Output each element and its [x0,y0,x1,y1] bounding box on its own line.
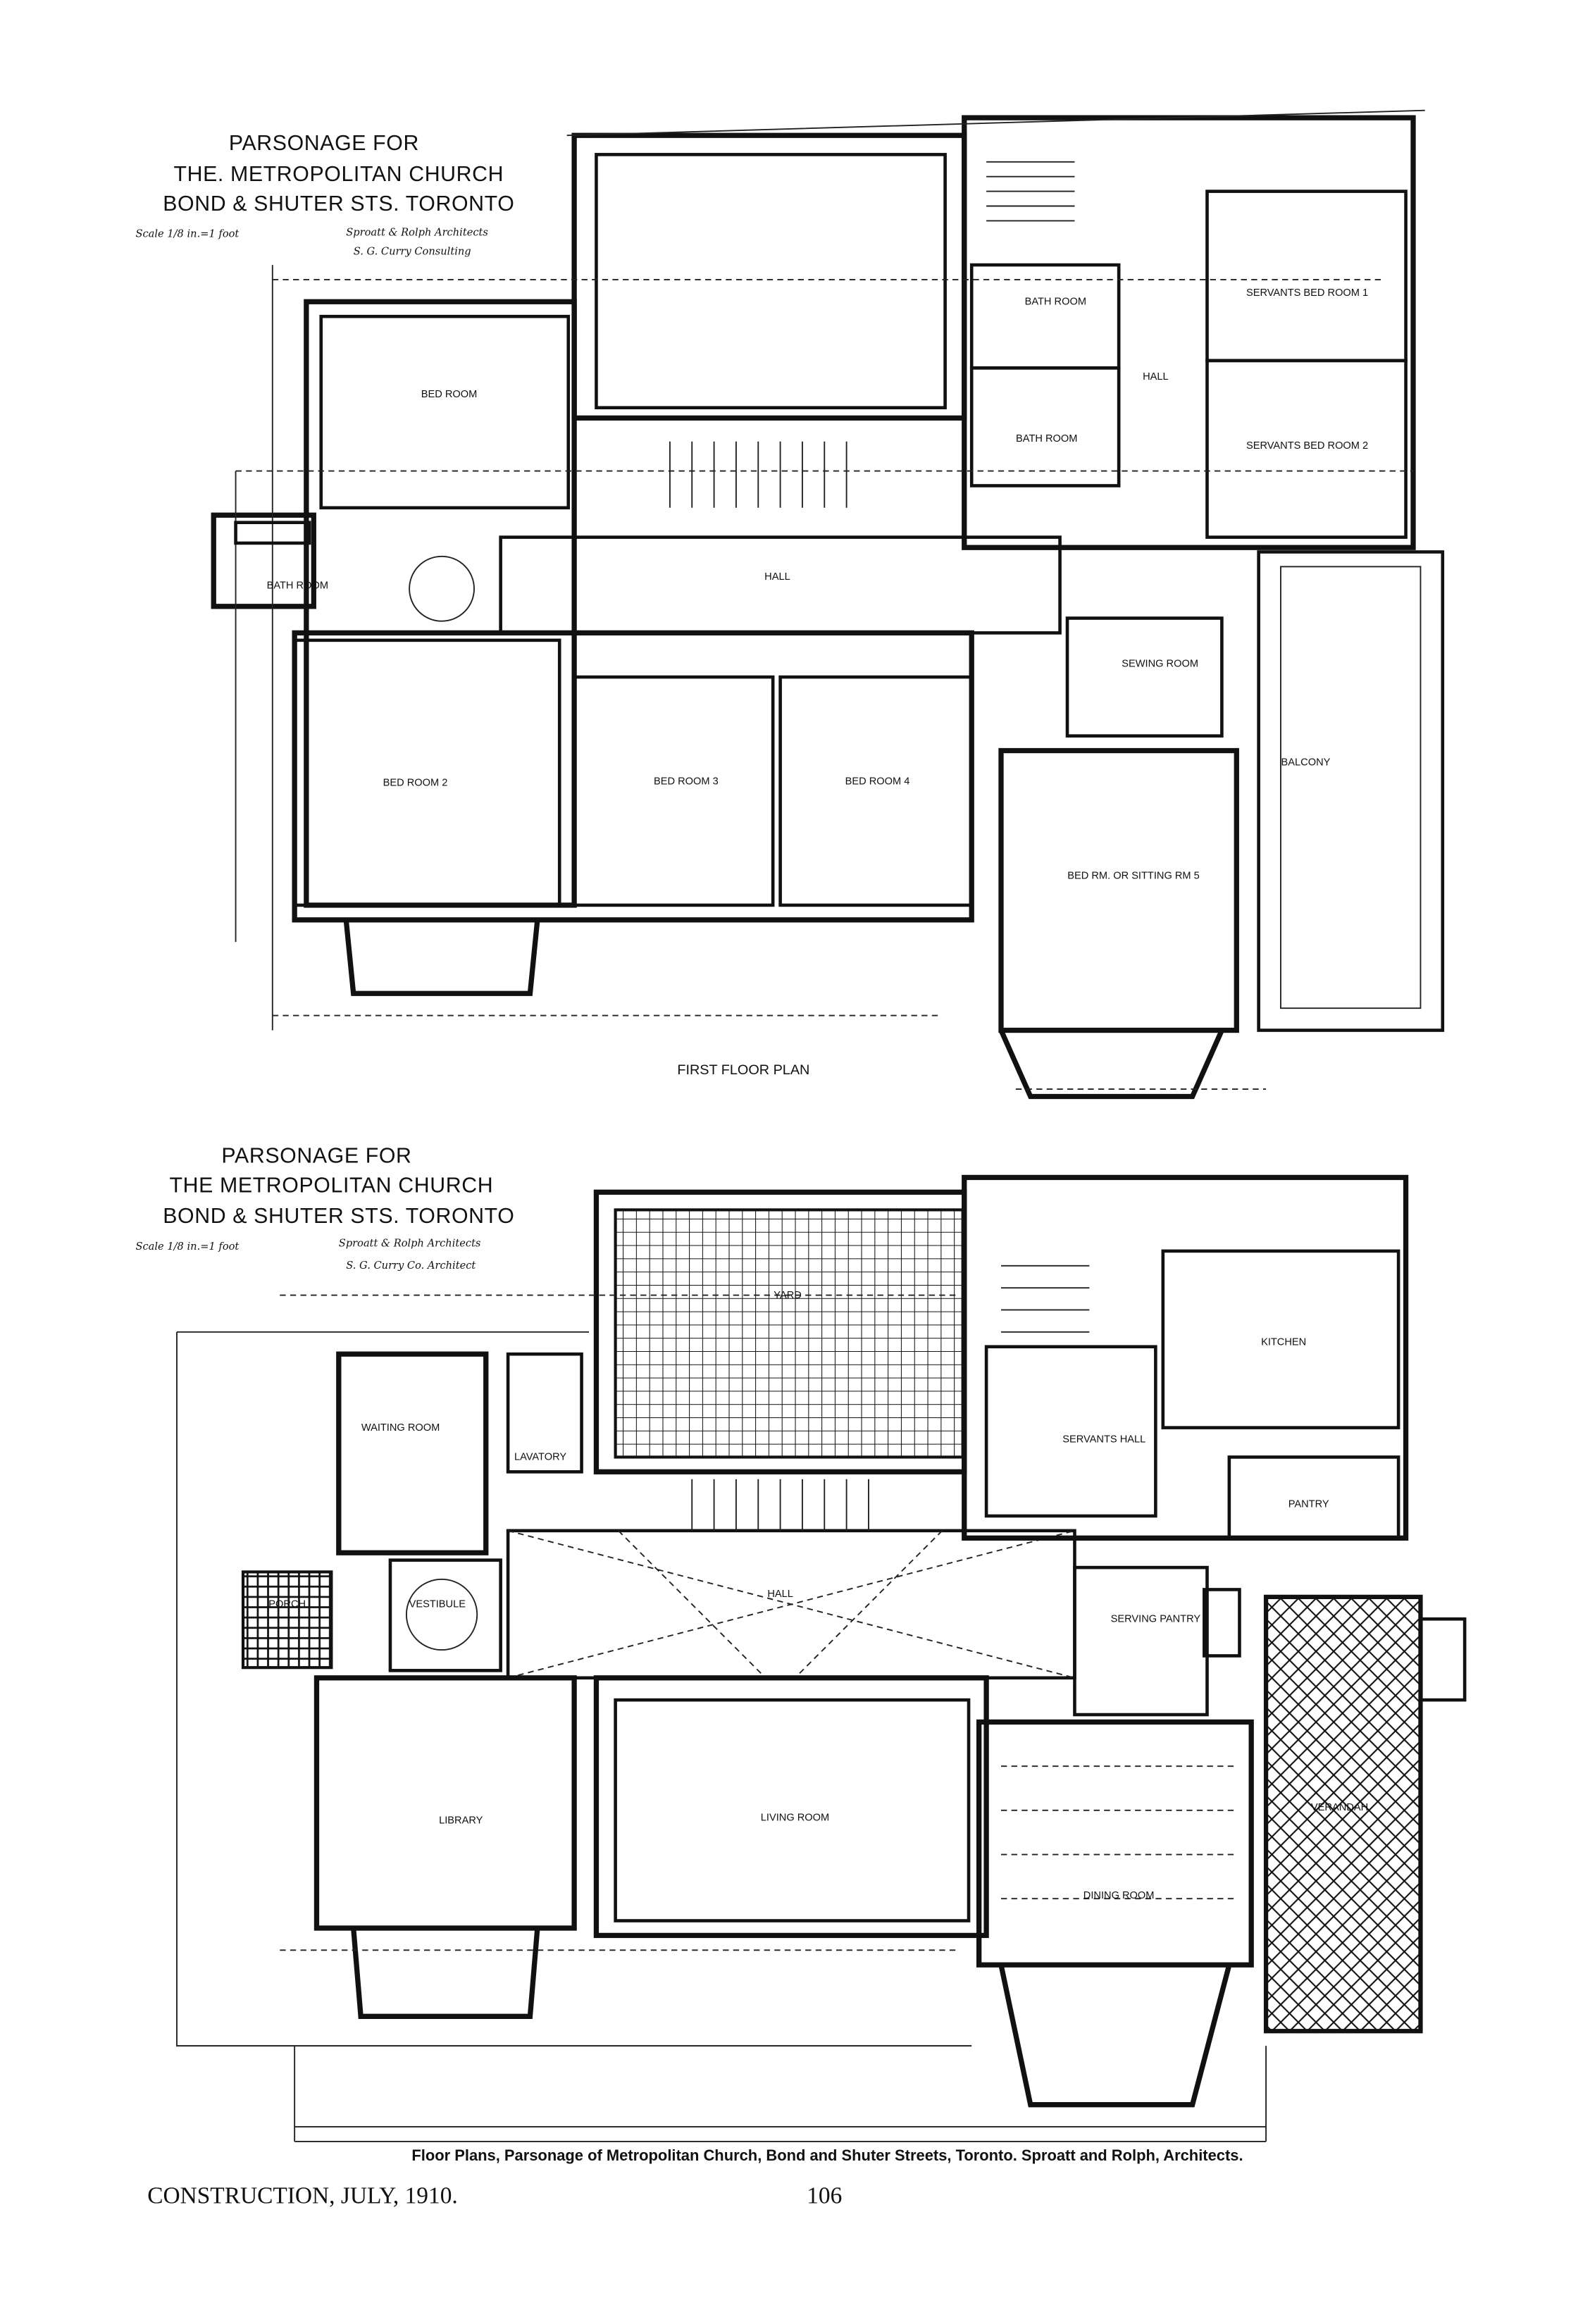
first-floor-plan: PARSONAGE FOR THE. METROPOLITAN CHURCH B… [135,109,1445,1100]
room-verandah: VERANDAH [1311,1802,1368,1813]
ground-floor-plan: PARSONAGE FOR THE METROPOLITAN CHURCH BO… [135,1145,1467,2142]
room-bath-room-left: BATH ROOM [267,580,328,592]
title-line-2: THE. METROPOLITAN CHURCH [173,163,504,186]
room-hall-rear: HALL [1143,371,1169,383]
room-serving-pantry: SERVING PANTRY [1111,1613,1201,1624]
room-yard: YARD [774,1290,802,1301]
ground-floor-title-block: PARSONAGE FOR THE METROPOLITAN CHURCH BO… [135,1145,514,1272]
room-bed-room-3: BED ROOM 3 [654,776,719,788]
scale-note: Scale 1/8 in.=1 foot [135,228,239,240]
room-sewing-room: SEWING ROOM [1122,658,1198,669]
room-hall: HALL [764,571,790,583]
consultant-signature: S. G. Curry Consulting [354,245,471,257]
room-pantry: PANTRY [1288,1498,1329,1510]
room-balcony: BALCONY [1281,757,1331,768]
room-bed-room-1: BED ROOM [421,389,478,400]
ground-floor-walls [176,1174,1467,2142]
first-floor-walls [211,109,1445,1100]
room-bed-rm-sitting-rm: BED RM. OR SITTING RM 5 [1067,870,1200,881]
title-line-1: PARSONAGE FOR [229,132,419,155]
scale-note: Scale 1/8 in.=1 foot [135,1241,239,1253]
room-bath-room-lower: BATH ROOM [1016,433,1077,445]
room-servants-bed-room-2: SERVANTS BED ROOM 2 [1246,440,1368,452]
title-line-2: THE METROPOLITAN CHURCH [170,1174,494,1197]
room-servants-bed-room-1: SERVANTS BED ROOM 1 [1246,287,1368,299]
title-line-3: BOND & SHUTER STS. TORONTO [163,192,514,216]
room-hall: HALL [767,1589,793,1600]
figure-caption: Floor Plans, Parsonage of Metropolitan C… [411,2146,1243,2164]
room-bed-room-2: BED ROOM 2 [383,778,448,789]
room-porch: PORCH [268,1599,306,1610]
publication-footer: CONSTRUCTION, JULY, 1910. [147,2183,458,2209]
page-number: 106 [807,2183,842,2209]
first-floor-title-block: PARSONAGE FOR THE. METROPOLITAN CHURCH B… [135,132,514,257]
room-dining-room: DINING ROOM [1083,1890,1155,1901]
room-library: LIBRARY [439,1815,483,1827]
title-line-1: PARSONAGE FOR [221,1145,411,1168]
room-bed-room-4: BED ROOM 4 [845,776,910,788]
room-kitchen: KITCHEN [1261,1337,1306,1348]
ground-floor-room-labels: YARD WAITING ROOM LAVATORY KITCHEN SERVA… [268,1290,1368,1901]
consultant-signature: S. G. Curry Co. Architect [346,1260,476,1272]
room-servants-hall: SERVANTS HALL [1062,1434,1145,1446]
first-floor-plan-title: FIRST FLOOR PLAN [677,1062,809,1078]
room-living-room: LIVING ROOM [761,1812,829,1823]
room-lavatory: LAVATORY [514,1452,566,1463]
architect-signature: Sproatt & Rolph Architects [346,226,488,238]
first-floor-room-labels: BED ROOM BATH ROOM HALL BED ROOM 2 BED R… [267,287,1369,881]
room-waiting-room: WAITING ROOM [361,1422,440,1434]
room-vestibule: VESTIBULE [409,1599,466,1610]
room-bath-room-upper: BATH ROOM [1025,296,1086,307]
architect-signature: Sproatt & Rolph Architects [339,1238,481,1250]
title-line-3: BOND & SHUTER STS. TORONTO [163,1205,514,1228]
